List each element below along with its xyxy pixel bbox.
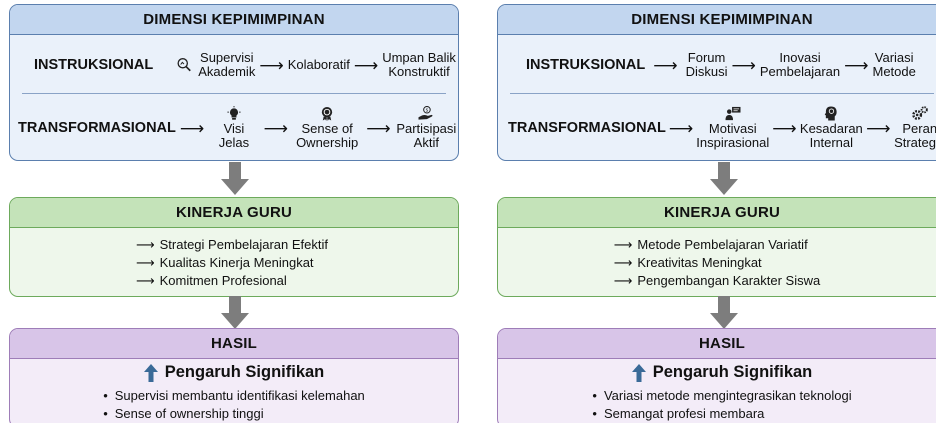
right-hasil-list: Variasi metode mengintegrasikan teknolog… [498, 387, 936, 423]
item-label: Forum Diskusi [685, 50, 728, 79]
down-arrow [710, 296, 738, 329]
down-arrow [710, 162, 738, 195]
left-diagram: DIMENSI KEPIMIMPINAN INSTRUKSIONAL Super… [9, 0, 459, 423]
gears-icon [911, 106, 928, 120]
list-item: ⟶Kreativitas Meningkat [613, 255, 762, 270]
item-label: Motivasi Inspirasional [696, 121, 770, 150]
right-inovasi-pembelajaran: Inovasi Pembelajaran [760, 51, 840, 79]
list-item: Variasi metode mengintegrasikan teknolog… [592, 387, 852, 405]
list-item-text: Kualitas Kinerja Meningkat [159, 255, 314, 270]
flow-arrow: ⟶ [844, 55, 869, 75]
medal-icon [321, 106, 333, 121]
up-arrow-icon [143, 363, 158, 382]
left-hasil-list: Supervisi membantu identifikasi kelemaha… [10, 387, 458, 423]
right-transformasional-label: TRANSFORMASIONAL [508, 120, 666, 136]
list-item: ⟶Metode Pembelajaran Variatif [613, 237, 808, 252]
item-label: Inovasi Pembelajaran [759, 50, 841, 79]
left-transformasional-row: TRANSFORMASIONAL ⟶ Visi Jelas ⟶ [10, 101, 458, 155]
left-hasil-title: HASIL [10, 329, 458, 359]
headline-text: Pengaruh Signifikan [164, 363, 325, 381]
item-label: Umpan Balik Konstruktif [382, 50, 456, 79]
right-instruksional-label: INSTRUKSIONAL [526, 57, 646, 73]
headline-text: Pengaruh Signifikan [652, 363, 813, 381]
flow-arrow: ⟶ [263, 118, 289, 138]
right-dimension-box: DIMENSI KEPIMIMPINAN INSTRUKSIONAL ⟶ For… [497, 4, 936, 161]
flow-arrow: ⟶ [668, 118, 694, 138]
left-sense-of-ownership: Sense of Ownership [292, 106, 362, 150]
item-label: Partisipasi Aktif [396, 121, 457, 150]
list-item: ⟶Kualitas Kinerja Meningkat [135, 255, 314, 270]
presenter-icon [725, 106, 741, 121]
list-item-text: Pengembangan Karakter Siswa [637, 273, 821, 288]
right-forum-diskusi: Forum Diskusi [686, 51, 728, 79]
lightbulb-icon [227, 106, 241, 120]
list-item: ⟶Pengembangan Karakter Siswa [613, 273, 821, 288]
up-arrow-icon [631, 363, 646, 382]
list-item: Semangat profesi membara [592, 405, 851, 423]
flow-arrow: ⟶ [653, 55, 678, 75]
head-brain-icon [825, 106, 837, 121]
flow-arrow: ⟶ [366, 118, 391, 138]
magnifier-chart-icon [177, 58, 192, 72]
right-hasil-box: HASIL Pengaruh Signifikan Variasi metode… [497, 328, 936, 423]
flow-arrow: ⟶ [866, 118, 891, 138]
left-kinerja-title: KINERJA GURU [10, 198, 458, 228]
item-label: Kesadaran Internal [799, 121, 863, 150]
right-kinerja-box: KINERJA GURU ⟶Metode Pembelajaran Variat… [497, 197, 936, 297]
list-item-text: Metode Pembelajaran Variatif [637, 237, 808, 252]
right-kesadaran-internal: Kesadaran Internal [800, 106, 863, 150]
flow-arrow: ⟶ [179, 118, 205, 138]
hand-coin-icon: $ [418, 106, 433, 120]
right-kinerja-title: KINERJA GURU [498, 198, 936, 228]
left-umpan-balik: Umpan Balik Konstruktif [382, 51, 456, 79]
right-kinerja-list: ⟶Metode Pembelajaran Variatif ⟶Kreativit… [498, 236, 936, 290]
left-kinerja-box: KINERJA GURU ⟶Strategi Pembelajaran Efek… [9, 197, 459, 297]
list-item: Supervisi membantu identifikasi kelemaha… [103, 387, 365, 405]
right-variasi-metode: Variasi Metode [872, 51, 915, 79]
list-item: ⟶Strategi Pembelajaran Efektif [135, 237, 328, 252]
left-kinerja-list: ⟶Strategi Pembelajaran Efektif ⟶Kualitas… [10, 236, 458, 290]
list-item-text: Strategi Pembelajaran Efektif [159, 237, 328, 252]
item-label: Variasi Metode [872, 50, 916, 79]
left-transformasional-label: TRANSFORMASIONAL [18, 120, 176, 136]
flow-arrow: ⟶ [259, 55, 284, 75]
down-arrow [221, 162, 249, 195]
item-label: Kolaboratif [287, 57, 350, 72]
left-kolaboratif: Kolaboratif [288, 58, 350, 72]
left-partisipasi-aktif: $ Partisipasi Aktif [395, 106, 458, 150]
right-hasil-title: HASIL [498, 329, 936, 359]
left-hasil-box: HASIL Pengaruh Signifikan Supervisi memb… [9, 328, 459, 423]
right-hasil-headline: Pengaruh Signifikan [498, 363, 936, 382]
left-instruksional-row: INSTRUKSIONAL Supervisi Akademik ⟶ Kolab… [10, 43, 458, 87]
list-item-text: Kreativitas Meningkat [637, 255, 762, 270]
right-peran-strategis: Peran Strategis [893, 106, 936, 150]
list-item-text: Komitmen Profesional [159, 273, 287, 288]
flow-arrow: ⟶ [772, 118, 797, 138]
left-dimension-box: DIMENSI KEPIMIMPINAN INSTRUKSIONAL Super… [9, 4, 459, 161]
left-hasil-headline: Pengaruh Signifikan [10, 363, 458, 382]
list-item: ⟶Komitmen Profesional [135, 273, 287, 288]
right-motivasi-inspirasional: Motivasi Inspirasional [696, 106, 769, 150]
row-divider [510, 93, 934, 94]
left-instruksional-label: INSTRUKSIONAL [34, 57, 154, 73]
item-label: Sense of Ownership [296, 121, 359, 150]
right-dimension-title: DIMENSI KEPIMIMPINAN [498, 5, 936, 35]
flow-arrow: ⟶ [353, 55, 379, 75]
down-arrow [221, 296, 249, 329]
right-transformasional-row: TRANSFORMASIONAL ⟶ Motivasi Inspirasiona… [498, 101, 936, 155]
left-supervisi-akademik: Supervisi Akademik [175, 51, 255, 79]
left-visi-jelas: Visi Jelas [208, 106, 259, 150]
item-label: Supervisi Akademik [198, 50, 256, 79]
svg-text:$: $ [426, 108, 429, 114]
row-divider [22, 93, 446, 94]
flow-arrow: ⟶ [731, 55, 756, 75]
item-label: Peran Strategis [894, 121, 936, 150]
left-dimension-title: DIMENSI KEPIMIMPINAN [10, 5, 458, 35]
item-label: Visi Jelas [218, 121, 250, 150]
list-item: Sense of ownership tinggi [103, 405, 365, 423]
right-instruksional-row: INSTRUKSIONAL ⟶ Forum Diskusi ⟶ Inovasi … [498, 43, 936, 87]
right-diagram: DIMENSI KEPIMIMPINAN INSTRUKSIONAL ⟶ For… [497, 0, 936, 423]
